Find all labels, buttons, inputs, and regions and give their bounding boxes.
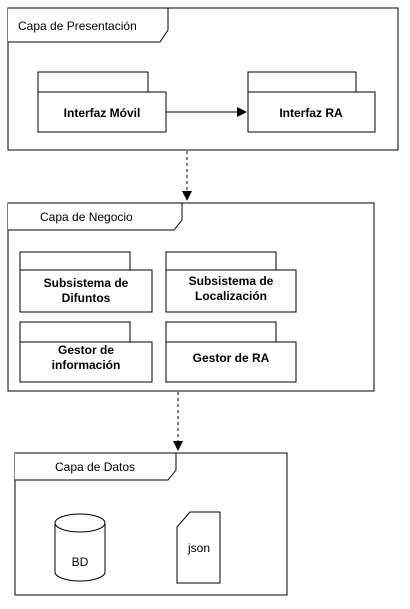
file-label: json bbox=[187, 541, 210, 555]
package-interfaz-ra-label: Interfaz RA bbox=[279, 106, 343, 120]
package-subsistema-localizacion: Subsistema de Localización bbox=[165, 251, 297, 313]
file-icon: json bbox=[176, 511, 221, 584]
data-layer-title: Capa de Datos bbox=[55, 460, 135, 474]
package-subsistema-difuntos-line2: Difuntos bbox=[62, 291, 111, 305]
package-interfaz-movil-label: Interfaz Móvil bbox=[64, 106, 141, 120]
package-gestor-ra-label: Gestor de RA bbox=[193, 351, 270, 365]
package-subsistema-localizacion-line2: Localización bbox=[195, 289, 267, 303]
package-subsistema-difuntos: Subsistema de Difuntos bbox=[19, 251, 153, 313]
package-interfaz-ra: Interfaz RA bbox=[247, 71, 376, 133]
package-gestor-informacion-line1: Gestor de bbox=[58, 343, 114, 357]
package-gestor-ra: Gestor de RA bbox=[165, 321, 297, 383]
package-interfaz-movil: Interfaz Móvil bbox=[37, 71, 167, 133]
presentation-layer-title: Capa de Presentación bbox=[18, 19, 137, 33]
package-gestor-informacion: Gestor de información bbox=[19, 321, 153, 383]
package-gestor-informacion-line2: información bbox=[52, 358, 121, 372]
database-label: BD bbox=[72, 555, 89, 569]
database-icon: BD bbox=[54, 513, 106, 582]
package-subsistema-difuntos-line1: Subsistema de bbox=[44, 276, 129, 290]
package-subsistema-localizacion-line1: Subsistema de bbox=[189, 274, 274, 288]
business-layer-title: Capa de Negocio bbox=[40, 210, 133, 224]
